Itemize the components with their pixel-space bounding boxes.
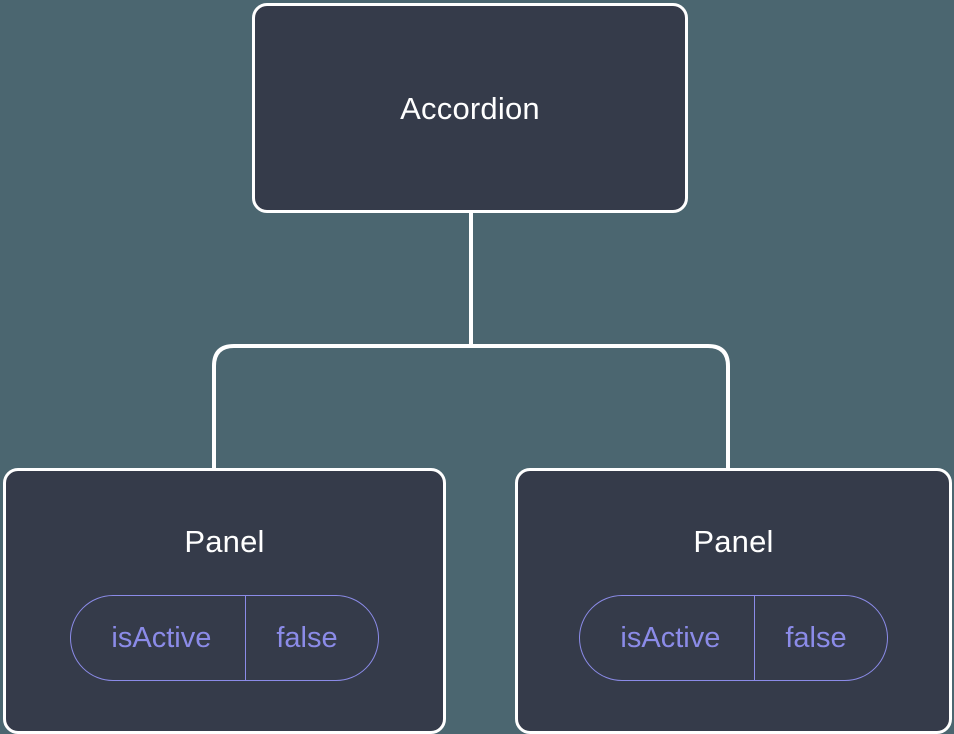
panel-left-prop-isactive[interactable]: isActive false [70,595,379,681]
panel-right-prop-isactive[interactable]: isActive false [579,595,888,681]
panel-right-prop-value: false [754,596,886,680]
panel-node-right-title: Panel [693,524,774,559]
panel-node-left-title: Panel [184,524,265,559]
connector-bus [212,344,730,470]
panel-left-prop-key: isActive [111,621,212,654]
panel-node-right[interactable]: Panel isActive false [515,468,952,734]
accordion-node[interactable]: Accordion [252,3,688,213]
accordion-node-title: Accordion [400,90,540,126]
panel-left-prop-value: false [245,596,377,680]
panel-right-prop-key: isActive [620,621,721,654]
panel-node-left[interactable]: Panel isActive false [3,468,446,734]
